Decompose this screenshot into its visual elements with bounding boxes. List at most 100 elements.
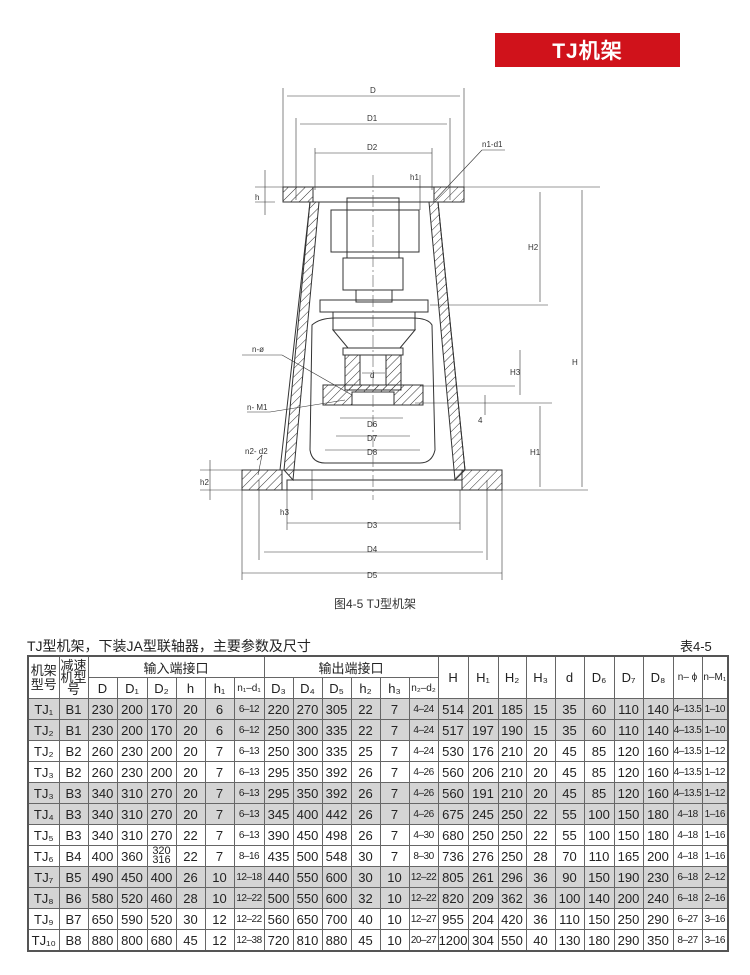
table-cell: 7 [204, 782, 235, 804]
table-cell: 150 [583, 866, 615, 888]
table-cell: 60 [583, 719, 615, 741]
table-cell: 200 [613, 887, 644, 909]
table-cell: 270 [146, 782, 177, 804]
table-cell: 110 [583, 845, 615, 867]
table-cell: 12–27 [408, 908, 439, 930]
column-header: D₅ [321, 677, 352, 699]
table-cell: 1–16 [701, 845, 729, 867]
table-cell: 45 [350, 929, 381, 952]
table-cell: 8–30 [408, 845, 439, 867]
table-cell: 295 [263, 761, 294, 783]
table-cell: B1 [58, 698, 89, 720]
svg-text:D5: D5 [367, 571, 378, 580]
table-cell: 200 [146, 761, 177, 783]
header-input-interface: 输入端接口 [87, 655, 265, 678]
svg-text:H3: H3 [510, 368, 521, 377]
table-cell: 590 [116, 908, 148, 930]
table-cell: 490 [87, 866, 118, 888]
table-cell: 90 [554, 866, 585, 888]
table-cell: 7 [204, 845, 235, 867]
table-cell: 650 [87, 908, 118, 930]
table-cell: 335 [321, 740, 352, 762]
table-cell: 345 [263, 803, 294, 825]
column-header: D₁ [116, 677, 148, 699]
table-cell: 310 [116, 824, 148, 846]
table-cell: 176 [467, 740, 499, 762]
table-cell: 7 [204, 803, 235, 825]
column-header: H₂ [497, 655, 527, 699]
table-cell: 400 [87, 845, 118, 867]
table-cell: 30 [350, 845, 381, 867]
table-cell: 130 [554, 929, 585, 952]
svg-text:D1: D1 [367, 114, 378, 123]
table-cell: 3–16 [701, 929, 729, 952]
table-cell: 85 [583, 761, 615, 783]
table-cell: 35 [554, 698, 585, 720]
column-header: D₂ [146, 677, 177, 699]
table-cell: 250 [497, 845, 527, 867]
table-cell: 7 [379, 740, 410, 762]
tj-frame-drawing: D D1 D2 h h1 n1-d1 H2 H n-ø H3 d n- M1 4… [200, 86, 600, 580]
table-cell: 300 [292, 740, 323, 762]
table-cell: 230 [87, 719, 118, 741]
table-cell: 4–24 [408, 719, 439, 741]
table-cell: 276 [467, 845, 499, 867]
table-cell: 2–16 [701, 887, 729, 909]
table-cell: 160 [642, 740, 674, 762]
column-header: D₇ [613, 655, 644, 699]
table-cell: 245 [467, 803, 499, 825]
table-cell: 26 [175, 866, 206, 888]
table-cell: 300 [292, 719, 323, 741]
table-cell: 250 [467, 824, 499, 846]
table-cell: 22 [175, 845, 206, 867]
table-cell: B2 [58, 740, 89, 762]
table-cell: 22 [525, 824, 556, 846]
table-cell: 28 [175, 887, 206, 909]
dimension-labels: D D1 D2 h h1 n1-d1 H2 H n-ø H3 d n- M1 4… [200, 86, 578, 580]
table-cell: 7 [379, 824, 410, 846]
table-cell: 10 [379, 866, 410, 888]
table-cell: 250 [263, 719, 294, 741]
table-cell: 4–13.5 [672, 740, 703, 762]
table-cell: 10 [204, 887, 235, 909]
table-cell: 10 [204, 866, 235, 888]
table-cell: 26 [350, 824, 381, 846]
table-cell: 200 [146, 740, 177, 762]
svg-text:h1: h1 [410, 173, 419, 182]
table-cell: 6 [204, 698, 235, 720]
column-header: D₄ [292, 677, 323, 699]
table-cell: 550 [292, 887, 323, 909]
table-cell: 310 [116, 803, 148, 825]
table-cell: 25 [350, 740, 381, 762]
table-cell: 210 [497, 782, 527, 804]
table-cell: 6 [204, 719, 235, 741]
table-cell: 420 [497, 908, 527, 930]
table-cell: 517 [437, 719, 469, 741]
table-cell: 260 [87, 761, 118, 783]
table-cell: 7 [379, 719, 410, 741]
table-cell: 680 [146, 929, 177, 952]
table-cell: 736 [437, 845, 469, 867]
column-header: h₁ [204, 677, 235, 699]
table-cell: B6 [58, 887, 89, 909]
table-cell: 270 [146, 824, 177, 846]
table-cell: 200 [642, 845, 674, 867]
table-cell: 700 [321, 908, 352, 930]
table-cell: 160 [642, 761, 674, 783]
table-cell: 26 [350, 761, 381, 783]
table-cell: 230 [642, 866, 674, 888]
table-cell: 7 [204, 740, 235, 762]
svg-text:4: 4 [478, 416, 483, 425]
table-cell: 140 [642, 719, 674, 741]
table-cell: 1–10 [701, 719, 729, 741]
table-cell: 230 [116, 761, 148, 783]
table-cell: 4–13.5 [672, 782, 703, 804]
column-header: H₁ [467, 655, 499, 699]
table-cell: TJ₉ [27, 908, 60, 930]
table-cell: 250 [497, 824, 527, 846]
